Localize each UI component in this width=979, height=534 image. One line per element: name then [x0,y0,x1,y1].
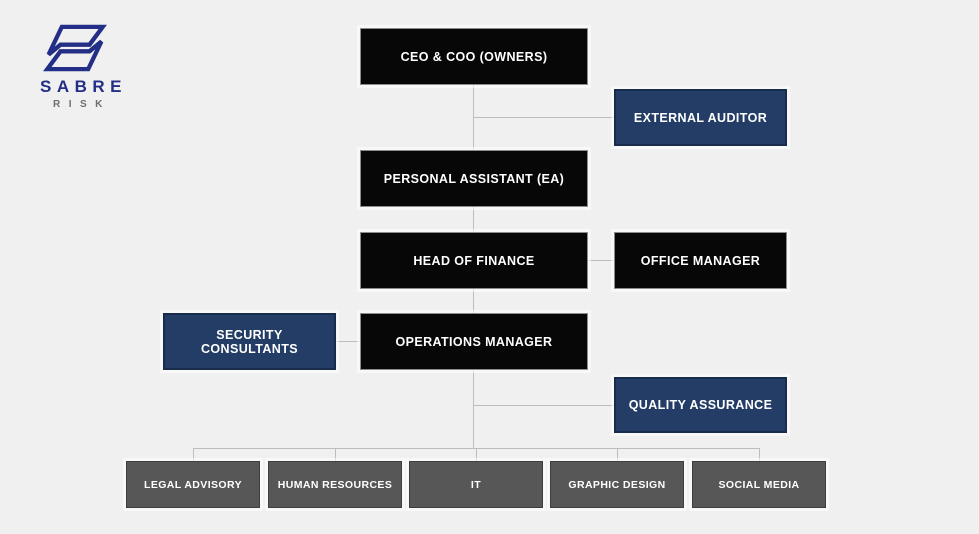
org-node-label: PERSONAL ASSISTANT (EA) [383,171,565,186]
connector-drop-social-media [759,448,760,462]
org-node-label: CEO & COO (OWNERS) [400,49,548,64]
org-node-personal-assistant: PERSONAL ASSISTANT (EA) [360,150,588,207]
org-node-label: SOCIAL MEDIA [718,478,800,491]
org-node-label: HEAD OF FINANCE [413,253,535,268]
logo-sub-text: RISK [53,99,111,110]
logo-brand-text: SABRE [40,77,128,96]
org-node-graphic-design: GRAPHIC DESIGN [550,461,684,508]
org-node-quality-assurance: QUALITY ASSURANCE [614,377,787,433]
sabre-risk-logo: SABRE RISK [40,23,160,110]
org-node-external-auditor: EXTERNAL AUDITOR [614,89,787,146]
org-node-label: GRAPHIC DESIGN [568,478,666,491]
org-node-label: IT [470,478,482,491]
connector-drop-human-resources [335,448,336,462]
org-node-label: QUALITY ASSURANCE [628,398,773,412]
sabre-s-ribbon-icon [43,24,107,72]
connector-branch-external-auditor [473,117,615,118]
org-node-social-media: SOCIAL MEDIA [692,461,826,508]
org-node-label: LEGAL ADVISORY [144,478,242,491]
org-node-security-consultants: SECURITY CONSULTANTS [163,313,336,370]
org-node-label: EXTERNAL AUDITOR [633,110,768,125]
org-node-it: IT [409,461,543,508]
connector-drop-legal-advisory [193,448,194,462]
org-node-head-of-finance: HEAD OF FINANCE [360,232,588,289]
org-node-label: SECURITY CONSULTANTS [201,327,298,356]
org-node-label: OPERATIONS MANAGER [395,334,553,349]
org-node-human-resources: HUMAN RESOURCES [268,461,402,508]
org-node-office-manager: OFFICE MANAGER [614,232,787,289]
org-node-legal-advisory: LEGAL ADVISORY [126,461,260,508]
connector-drop-graphic-design [617,448,618,462]
org-node-label: OFFICE MANAGER [640,253,761,268]
org-node-operations-manager: OPERATIONS MANAGER [360,313,588,370]
connector-branch-quality-assurance [473,405,615,406]
org-node-ceo-coo: CEO & COO (OWNERS) [360,28,588,85]
connector-drop-it [476,448,477,462]
org-node-label: HUMAN RESOURCES [277,478,393,491]
